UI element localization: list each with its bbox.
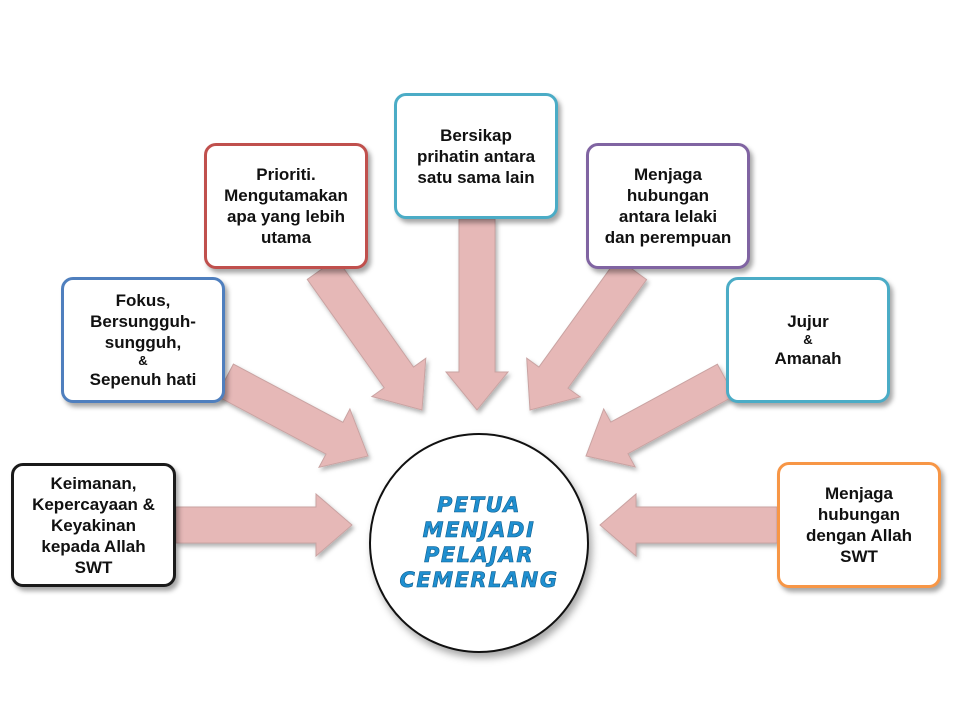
box-text-line: Fokus,: [115, 291, 171, 310]
box-text-line: Mengutamakan: [224, 186, 348, 205]
box-text-line: Bersungguh-: [90, 312, 196, 331]
arrow-keimanan: [175, 492, 353, 558]
box-text-line: apa yang lebih: [226, 207, 346, 226]
box-text-line: prihatin antara: [416, 146, 536, 166]
box-text-line: satu sama lain: [417, 167, 535, 187]
box-text-line: Amanah: [774, 349, 842, 368]
box-fokus: Fokus, Bersungguh-sungguh,& Sepenuh hati: [61, 277, 225, 403]
box-text-line: Sepenuh hati: [89, 370, 197, 389]
box-text-line: &: [803, 332, 813, 347]
box-text-line: dengan Allah: [805, 526, 913, 545]
center-circle: PETUA MENJADI PELAJAR CEMERLANG: [369, 433, 589, 653]
center-title-line: CEMERLANG: [399, 568, 559, 593]
box-text-line: &: [138, 353, 148, 368]
box-text-line: Prioriti.: [256, 165, 316, 184]
arrow-menjaga-lelaki: [526, 257, 648, 411]
box-text-line: Bersikap: [440, 125, 512, 145]
center-title-line: PETUA: [437, 493, 521, 518]
box-text-line: sungguh,: [104, 333, 182, 352]
box-text-line: Keimanan,: [50, 473, 137, 493]
box-text-line: antara lelaki: [618, 207, 718, 226]
box-text-line: dan perempuan: [604, 228, 732, 247]
arrow-menjaga-allah: [599, 492, 778, 558]
box-menjaga-lelaki: Menjaga hubungan antara lelaki dan perempua…: [586, 143, 750, 269]
box-prioriti: Prioriti. Mengutamakan apa yang lebih utama: [204, 143, 368, 269]
box-text-line: SWT: [840, 547, 878, 566]
box-text-line: hubungan: [817, 505, 901, 524]
center-title-line: PELAJAR: [423, 543, 535, 568]
box-text-line: kepada Allah: [41, 536, 146, 556]
box-text-line: hubungan: [626, 186, 710, 205]
box-jujur: Jujur& Amanah: [726, 277, 890, 403]
box-text-line: Menjaga: [633, 165, 703, 184]
box-text-line: SWT: [74, 557, 113, 577]
arrow-bersikap: [444, 218, 510, 411]
box-text-line: Keyakinan: [50, 515, 137, 535]
arrow-fokus: [215, 363, 369, 469]
box-text-line: utama: [260, 228, 312, 247]
arrow-jujur: [585, 363, 736, 468]
center-title-line: MENJADI: [422, 518, 536, 543]
box-text-line: Menjaga: [824, 484, 894, 503]
box-text-line: Kepercayaan &: [32, 494, 155, 514]
arrow-prioriti: [306, 257, 427, 411]
box-text-line: Jujur: [787, 312, 829, 331]
